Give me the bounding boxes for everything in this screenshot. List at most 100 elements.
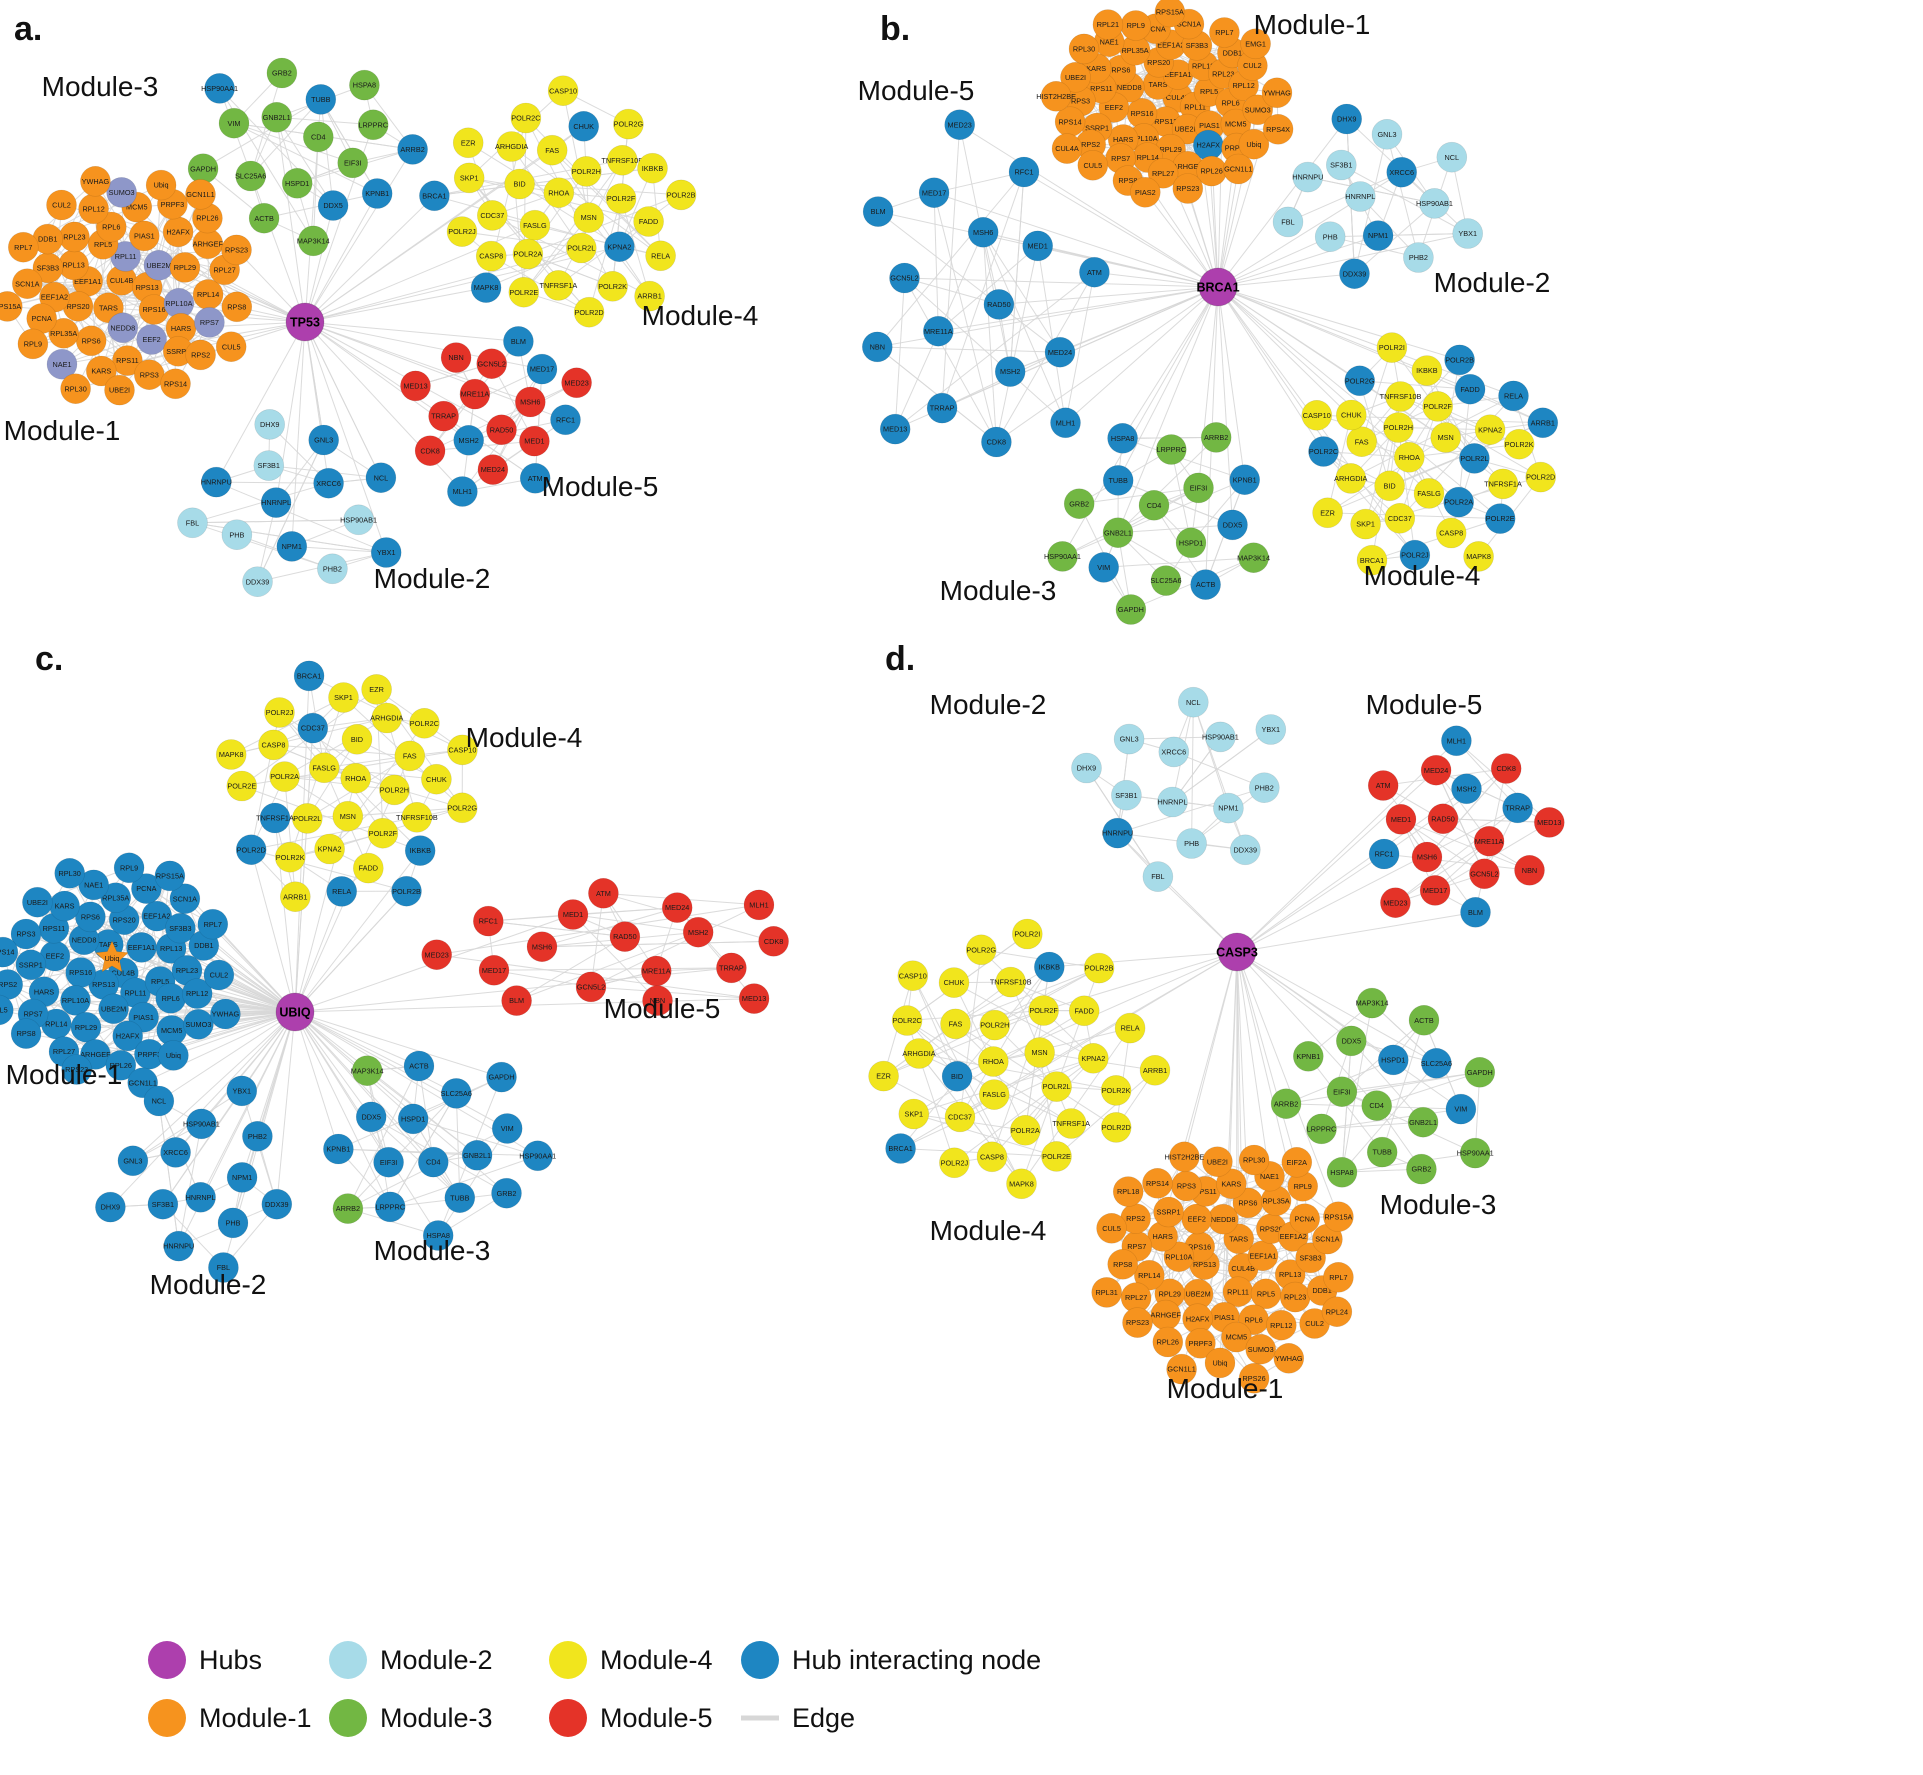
node-circle[interactable] [1238, 1144, 1270, 1176]
node-polr2i[interactable]: POLR2I [1376, 332, 1408, 363]
node-circle[interactable] [365, 462, 397, 494]
node-bid[interactable]: BID [941, 1061, 973, 1092]
node-lrpprc[interactable]: LRPPRC [1306, 1113, 1337, 1145]
node-hsp90aa1[interactable]: HSP90AA1 [519, 1140, 556, 1172]
node-circle[interactable] [134, 359, 165, 391]
node-circle[interactable] [7, 231, 39, 263]
node-hnrnpu[interactable]: HNRNPU [1102, 817, 1133, 849]
node-rpl10a[interactable]: RPL10A [60, 985, 91, 1016]
node-circle[interactable] [235, 834, 267, 866]
node-circle[interactable] [665, 179, 697, 211]
node-circle[interactable] [59, 221, 90, 253]
node-mre11a[interactable]: MRE11A [922, 315, 954, 347]
node-circle[interactable] [1120, 10, 1152, 41]
node-circle[interactable] [478, 954, 510, 986]
node-circle[interactable] [1403, 242, 1434, 273]
node-circle[interactable] [606, 145, 638, 176]
node-gcn5l2[interactable]: GCN5L2 [889, 262, 920, 294]
node-circle[interactable] [597, 270, 628, 302]
node-hnrnpu[interactable]: HNRNPU [201, 466, 232, 498]
node-circle[interactable] [926, 392, 958, 424]
node-cul5[interactable]: CUL5 [1077, 150, 1109, 181]
node-rps14[interactable]: RPS14 [160, 368, 191, 400]
node-rpl29[interactable]: RPL29 [169, 252, 201, 283]
node-circle[interactable] [185, 179, 216, 210]
node-circle[interactable] [163, 1230, 194, 1262]
node-circle[interactable] [1158, 736, 1190, 768]
node-fas[interactable]: FAS [940, 1008, 971, 1040]
node-circle[interactable] [1368, 838, 1400, 870]
node-circle[interactable] [1175, 527, 1207, 559]
node-circle[interactable] [1473, 825, 1505, 857]
node-rps8[interactable]: RPS8 [1107, 1249, 1138, 1280]
node-circle[interactable] [1344, 365, 1375, 397]
node-circle[interactable] [274, 841, 306, 873]
node-circle[interactable] [0, 936, 19, 968]
node-circle[interactable] [379, 774, 410, 806]
node-circle[interactable] [1314, 221, 1346, 252]
node-eef2[interactable]: EEF2 [136, 324, 167, 355]
node-circle[interactable] [978, 1079, 1010, 1110]
node-circle[interactable] [550, 404, 581, 436]
node-gnb2l1[interactable]: GNB2L1 [1102, 517, 1134, 549]
node-rela[interactable]: RELA [645, 240, 676, 272]
node-circle[interactable] [1436, 141, 1468, 173]
node-circle[interactable] [421, 939, 453, 971]
node-trrap[interactable]: TRRAP [428, 400, 459, 432]
node-circle[interactable] [1411, 355, 1443, 386]
node-circle[interactable] [1142, 1168, 1173, 1199]
node-circle[interactable] [54, 857, 85, 889]
node-polr2e[interactable]: POLR2E [508, 276, 540, 308]
node-polr2h[interactable]: POLR2H [1383, 412, 1414, 443]
node-sumo3[interactable]: SUMO3 [1245, 1333, 1276, 1365]
node-hnrnpl[interactable]: HNRNPL [185, 1182, 216, 1213]
node-fas[interactable]: FAS [1346, 426, 1377, 458]
node-rps15a[interactable]: RPS15A [1154, 0, 1186, 28]
node-rpl5[interactable]: RPL5 [1250, 1278, 1282, 1310]
node-casp10[interactable]: CASP10 [897, 960, 929, 992]
node-circle[interactable] [177, 507, 208, 539]
node-circle[interactable] [898, 1098, 930, 1130]
node-ezr[interactable]: EZR [868, 1060, 899, 1092]
node-msn[interactable]: MSN [1430, 422, 1461, 453]
node-circle[interactable] [891, 1005, 923, 1036]
node-polr2c[interactable]: POLR2C [510, 102, 542, 134]
node-hsp90aa1[interactable]: HSP90AA1 [201, 73, 238, 104]
node-hist2h2be[interactable]: HIST2H2BE [1165, 1141, 1205, 1173]
node-circle[interactable] [1345, 181, 1376, 212]
node-circle[interactable] [1336, 1025, 1367, 1057]
node-bid[interactable]: BID [1374, 470, 1405, 502]
node-rfc1[interactable]: RFC1 [550, 404, 581, 436]
node-rpl30[interactable]: RPL30 [60, 373, 91, 405]
node-circle[interactable] [565, 232, 597, 264]
node-tnfrsf1a[interactable]: TNFRSF1A [1052, 1108, 1090, 1139]
node-casp10[interactable]: CASP10 [547, 75, 579, 106]
node-circle[interactable] [981, 426, 1012, 458]
node-phb[interactable]: PHB [1176, 828, 1207, 859]
node-circle[interactable] [1060, 62, 1091, 93]
node-med1[interactable]: MED1 [1022, 230, 1053, 262]
node-msn[interactable]: MSN [573, 202, 605, 233]
node-grb2[interactable]: GRB2 [491, 1177, 522, 1209]
node-circle[interactable] [1134, 1259, 1165, 1291]
node-polr2l[interactable]: POLR2L [565, 232, 597, 264]
node-circle[interactable] [1306, 1113, 1337, 1145]
node-circle[interactable] [308, 752, 340, 784]
node-circle[interactable] [1435, 517, 1467, 549]
node-circle[interactable] [1107, 1249, 1138, 1280]
node-rpl30[interactable]: RPL30 [54, 857, 85, 889]
node-h2afx[interactable]: H2AFX [162, 216, 194, 248]
node-circle[interactable] [126, 932, 157, 963]
node-circle[interactable] [1420, 754, 1452, 786]
node-polr2e[interactable]: POLR2E [1484, 503, 1516, 534]
node-circle[interactable] [357, 109, 389, 141]
node-circle[interactable] [1262, 114, 1294, 145]
node-circle[interactable] [1102, 465, 1134, 496]
node-rpl7[interactable]: RPL7 [197, 908, 229, 940]
node-tnfrsf10b[interactable]: TNFRSF10B [1380, 381, 1422, 412]
node-kars[interactable]: KARS [49, 890, 80, 922]
node-circle[interactable] [1221, 1321, 1252, 1353]
node-circle[interactable] [510, 102, 542, 134]
node-hnrnpu[interactable]: HNRNPU [1292, 161, 1323, 193]
node-arrb2[interactable]: ARRB2 [332, 1193, 364, 1224]
